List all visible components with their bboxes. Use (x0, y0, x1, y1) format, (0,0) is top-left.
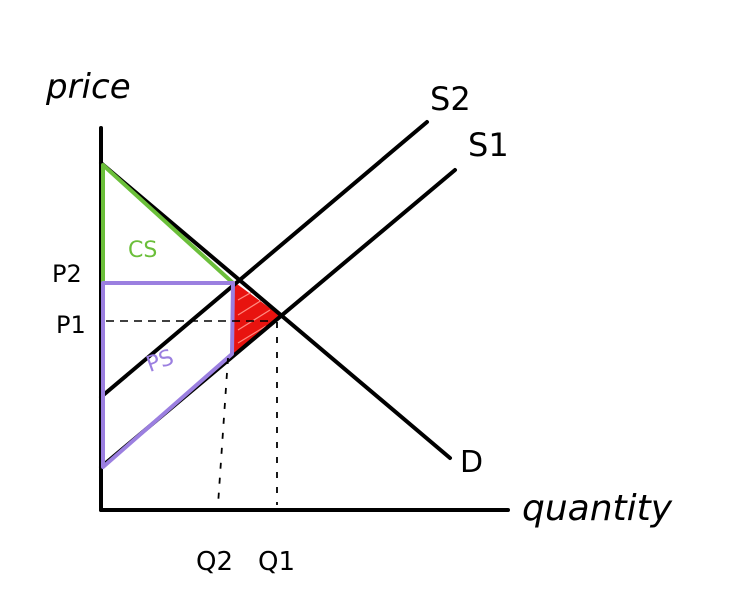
demand-curve (99, 161, 452, 460)
q2-label: Q2 (196, 547, 233, 577)
p2-label: P2 (52, 260, 82, 288)
s1-label: S1 (468, 126, 509, 164)
producer-surplus-label: PS (143, 345, 177, 378)
y-axis-label: price (45, 67, 131, 107)
deadweight-loss-hatch (237, 291, 271, 344)
q2-guide-line (217, 357, 229, 506)
p1-label: P1 (56, 311, 86, 339)
producer-surplus-area (101, 281, 235, 469)
demand-label: D (460, 445, 483, 480)
supply-curve-s2 (99, 120, 429, 399)
x-axis-label: quantity (522, 488, 673, 529)
consumer-surplus-area (101, 163, 235, 285)
q1-label: Q1 (258, 547, 295, 577)
consumer-surplus-label: CS (128, 238, 157, 263)
s2-label: S2 (430, 80, 471, 118)
